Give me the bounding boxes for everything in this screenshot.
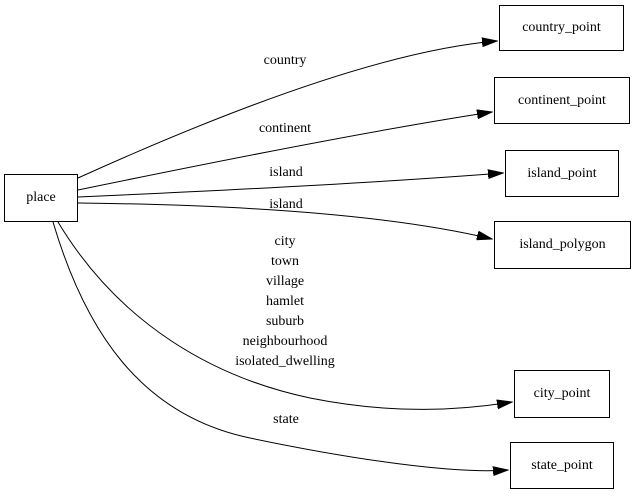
edge-label-suburb: suburb [265, 314, 305, 329]
edge-place-island-point [77, 173, 503, 198]
node-place: place [4, 174, 78, 222]
node-state-point: state_point [510, 442, 614, 489]
edge-label-isolated-dwelling: isolated_dwelling [235, 354, 335, 369]
edge-label-state: state [273, 412, 299, 427]
edge-place-continent-point [77, 112, 492, 191]
edge-label-city: city [274, 234, 296, 249]
node-island-point: island_point [505, 150, 619, 197]
node-city-point: city_point [514, 370, 610, 418]
edge-label-island-2: island [269, 197, 303, 212]
edge-label-hamlet: hamlet [265, 294, 305, 309]
node-continent-point: continent_point [494, 77, 630, 124]
edge-place-state-point [52, 221, 508, 471]
edge-label-city-group: city town village hamlet suburb neighbou… [200, 232, 370, 372]
edge-place-country-point [77, 41, 497, 179]
edge-label-island-1: island [269, 165, 303, 180]
edge-label-country: country [263, 53, 307, 68]
edge-place-city-point [57, 221, 512, 410]
edge-label-continent: continent [258, 121, 312, 136]
edge-place-island-polygon [77, 202, 492, 239]
node-country-point: country_point [499, 5, 624, 51]
edge-label-village: village [265, 274, 305, 289]
edge-label-neighbourhood: neighbourhood [242, 334, 328, 349]
edge-label-town: town [271, 254, 299, 269]
node-island-polygon: island_polygon [494, 221, 631, 269]
